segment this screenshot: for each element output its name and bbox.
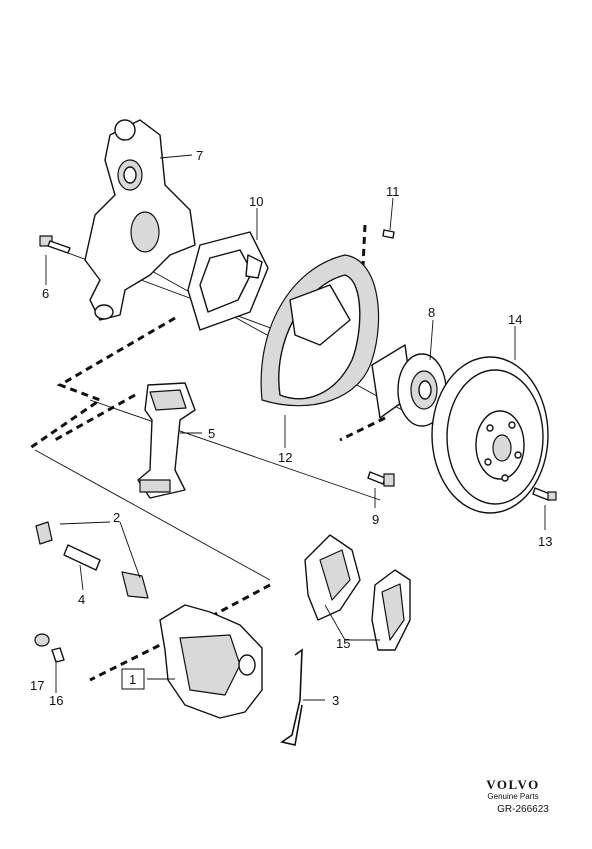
volvo-logo: VOLVO (486, 777, 540, 792)
callout-16: 16 (49, 693, 63, 708)
bleed-screw-13 (532, 487, 557, 501)
callout-1-box (121, 668, 145, 690)
callout-2: 2 (113, 510, 120, 525)
brand-block: VOLVO Genuine Parts (468, 778, 558, 802)
bolt-9 (367, 471, 395, 487)
callout-8: 8 (428, 305, 435, 320)
bleeder-parts (34, 633, 65, 663)
steering-knuckle (84, 119, 196, 321)
bolt-6 (39, 235, 71, 254)
callout-6: 6 (42, 286, 49, 301)
callout-7: 7 (196, 148, 203, 163)
callout-labels: 7 10 11 8 14 6 5 12 9 13 2 4 15 3 1 17 1… (30, 148, 552, 708)
callout-3: 3 (332, 693, 339, 708)
guide-pins (35, 521, 149, 599)
leader-lines (45, 154, 546, 701)
callout-11: 11 (386, 184, 400, 199)
gasket (187, 231, 269, 331)
caliper (159, 604, 263, 719)
brand-tagline: Genuine Parts (487, 792, 539, 801)
callout-10: 10 (249, 194, 263, 209)
callout-15: 15 (336, 636, 350, 651)
callout-4: 4 (78, 592, 85, 607)
dust-shield (260, 254, 380, 407)
assembly-dashed-paths (29, 224, 386, 682)
callout-1: 1 (129, 672, 136, 687)
callout-17: 17 (30, 678, 44, 693)
callout-14: 14 (508, 312, 522, 327)
callout-12: 12 (278, 450, 292, 465)
screw-11 (382, 229, 395, 239)
brake-pads (304, 534, 411, 651)
spring-clip (280, 648, 303, 746)
callout-5: 5 (208, 426, 215, 441)
callout-9: 9 (372, 512, 379, 527)
wheel-hub (371, 344, 447, 427)
diagram-reference: GR-266623 (497, 804, 549, 815)
callout-13: 13 (538, 534, 552, 549)
brake-disc (431, 356, 549, 514)
caliper-bracket (137, 382, 196, 499)
